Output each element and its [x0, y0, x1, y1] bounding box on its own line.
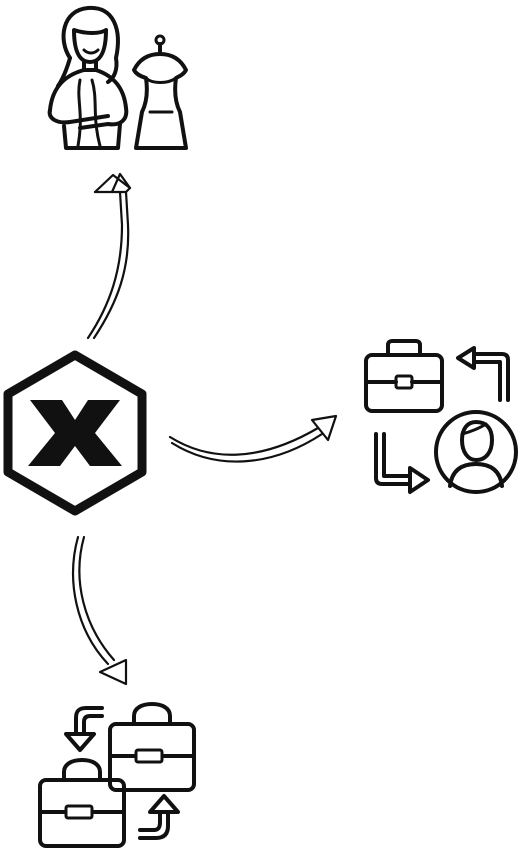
curved-arrow-up-icon [86, 172, 132, 340]
tailor-with-mannequin-icon [47, 5, 188, 150]
briefcase-swap-icon [38, 702, 196, 848]
briefcase-user-exchange-icon [364, 339, 518, 494]
x-hexagon-logo-icon [3, 350, 147, 516]
curved-arrow-right-icon [168, 414, 338, 463]
curved-arrow-down-icon [72, 535, 128, 686]
